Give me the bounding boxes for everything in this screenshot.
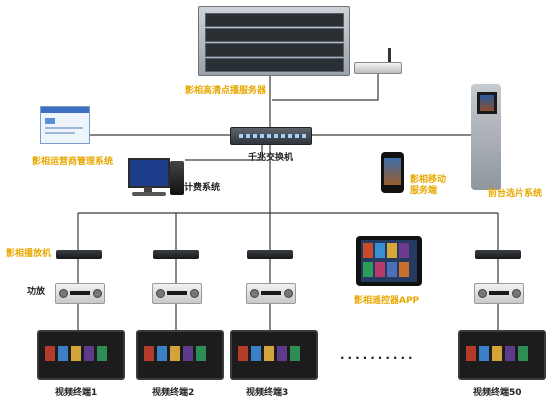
amplifier-icon — [246, 283, 296, 304]
tv-screen-icon — [230, 330, 318, 380]
gigabit-switch-icon — [230, 127, 312, 145]
phone-icon — [381, 152, 404, 193]
terminal-label-1: 视频终端1 — [55, 388, 98, 398]
media-player-icon — [247, 250, 293, 259]
media-player-icon — [153, 250, 199, 259]
tv-screen-icon — [458, 330, 546, 380]
billing-computer-icon — [128, 158, 186, 204]
router-icon — [354, 48, 402, 74]
ellipsis: ·········· — [340, 351, 416, 365]
server-label: 影相高清点播服务器 — [185, 86, 267, 96]
tv-screen-icon — [136, 330, 224, 380]
kiosk-label: 前台选片系统 — [488, 189, 543, 199]
remote-app-label: 影相遥控器APP — [354, 296, 420, 306]
mobile-label-line1: 影相移动 — [410, 175, 447, 185]
media-player-icon — [56, 250, 102, 259]
kiosk-icon — [471, 84, 501, 190]
media-player-icon — [475, 250, 521, 259]
amplifier-icon — [152, 283, 202, 304]
amplifier-icon — [474, 283, 524, 304]
player-label: 影相播放机 — [6, 249, 52, 259]
terminal-label-3: 视频终端3 — [246, 388, 289, 398]
amp-label: 功放 — [27, 287, 46, 297]
switch-label: 千兆交换机 — [248, 153, 294, 163]
amplifier-icon — [55, 283, 105, 304]
mobile-label-line2: 服务端 — [410, 186, 438, 196]
server-rack-icon — [198, 6, 350, 76]
management-label: 影相运营商管理系统 — [32, 157, 114, 167]
management-window-icon — [40, 106, 90, 144]
tv-screen-icon — [37, 330, 125, 380]
terminal-label-50: 视频终端50 — [473, 388, 522, 398]
billing-label: 计费系统 — [184, 183, 221, 193]
terminal-label-2: 视频终端2 — [152, 388, 195, 398]
tablet-icon — [356, 236, 422, 286]
